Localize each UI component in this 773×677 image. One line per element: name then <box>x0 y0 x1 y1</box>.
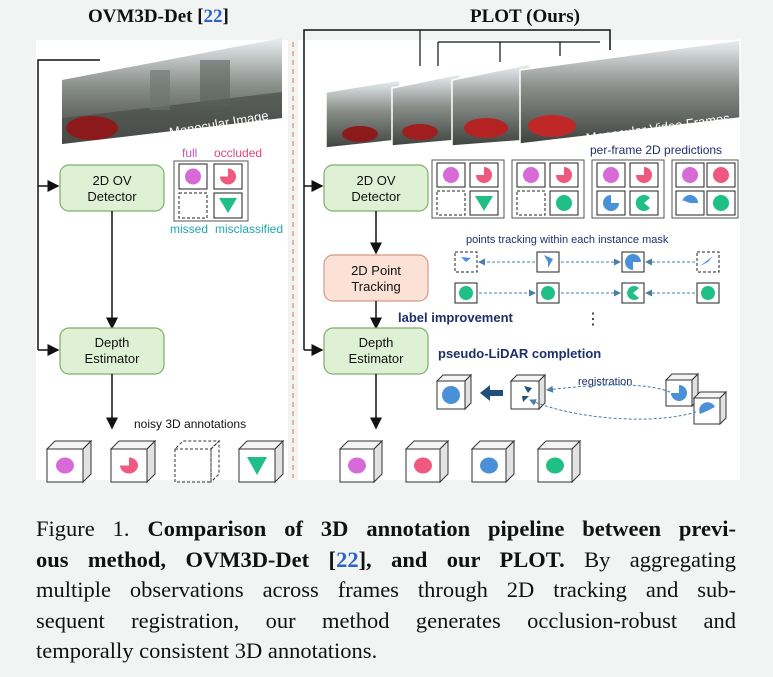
frame-predictions-4 <box>671 159 739 219</box>
right-estimator-line1: Depth <box>359 335 394 350</box>
video-bracket <box>303 29 611 186</box>
per-frame-label: per-frame 2D predictions <box>590 143 722 157</box>
point-tracking-box <box>323 254 429 302</box>
tracking-within-mask-label: points tracking within each instance mas… <box>466 234 669 246</box>
partial-cube <box>509 373 547 411</box>
legend-cell-missed <box>178 192 208 219</box>
left-panel-title: OVM3D-Det [22] <box>88 6 229 27</box>
pseudo-lidar-text: pseudo-LiDAR completion <box>438 346 601 361</box>
left-cube-2 <box>109 439 157 484</box>
monocular-image <box>62 38 282 144</box>
tracking-line2: Tracking <box>351 279 400 294</box>
legend-cell-misclassified <box>213 192 243 219</box>
misclassified-triangle-icon <box>219 198 237 213</box>
tracking-line1: 2D Point <box>351 263 401 278</box>
right-detector-box <box>323 164 429 212</box>
caption-line-1: Figure 1. Comparison of 3D annotation pi… <box>36 516 736 541</box>
completed-cube <box>435 373 473 411</box>
frame-predictions-3 <box>591 159 665 219</box>
completion-arrow-icon <box>480 385 503 401</box>
legend-missed-label: missed <box>170 222 208 236</box>
right-panel-title: PLOT (Ours) <box>470 6 580 27</box>
video-frames <box>325 39 741 149</box>
frame-predictions-2 <box>511 159 585 219</box>
occluded-pie-icon <box>220 168 236 185</box>
tracking-row-teal <box>454 282 720 304</box>
left-title-citation[interactable]: 22 <box>203 6 223 27</box>
caption-line-4: sequent registration, our method generat… <box>36 607 736 633</box>
legend-occluded-label: occluded <box>214 146 262 160</box>
left-detector-line1: 2D OV <box>92 173 131 188</box>
figure-caption: Figure 1. Comparison of 3D annotation pi… <box>36 514 736 667</box>
left-estimator-line2: Estimator <box>85 351 141 366</box>
pipeline-figure: Monocular Image 2D OV Detector Depth Est… <box>36 29 741 484</box>
label-improvement-text: label improvement <box>398 310 514 325</box>
tracking-row-blue <box>454 251 720 273</box>
left-estimator-line1: Depth <box>95 335 130 350</box>
vertical-ellipsis: ⋮ <box>585 311 601 328</box>
noisy-annotations-label: noisy 3D annotations <box>134 417 246 431</box>
right-cube-1 <box>338 439 384 484</box>
right-cube-3 <box>470 439 516 484</box>
left-cube-3-missed <box>173 439 221 484</box>
registration-label: registration <box>578 376 632 388</box>
legend-full-label: full <box>182 146 197 160</box>
registration-path-2 <box>529 399 697 420</box>
caption-citation[interactable]: 22 <box>336 546 359 572</box>
right-detector-line1: 2D OV <box>356 173 395 188</box>
caption-line-3: multiple observations across frames thro… <box>36 577 736 602</box>
full-circle-icon <box>185 168 201 185</box>
left-detector-line2: Detector <box>87 189 137 204</box>
caption-line-5: temporally consistent 3D annotations. <box>36 638 378 663</box>
right-cube-4 <box>536 439 582 484</box>
registration-path-1 <box>546 384 671 393</box>
legend-misclassified-label: misclassified <box>215 222 283 236</box>
right-detector-line2: Detector <box>351 189 401 204</box>
frame-predictions-1 <box>431 159 505 219</box>
left-detector-box <box>59 164 165 212</box>
left-cube-1 <box>45 439 93 484</box>
caption-line-2: ous method, OVM3D-Det [22], and our PLOT… <box>36 546 737 572</box>
right-estimator-line2: Estimator <box>349 351 405 366</box>
left-cube-4 <box>237 439 285 484</box>
left-flow-line <box>37 59 100 186</box>
registered-cubes <box>664 372 728 426</box>
right-cube-2 <box>404 439 450 484</box>
